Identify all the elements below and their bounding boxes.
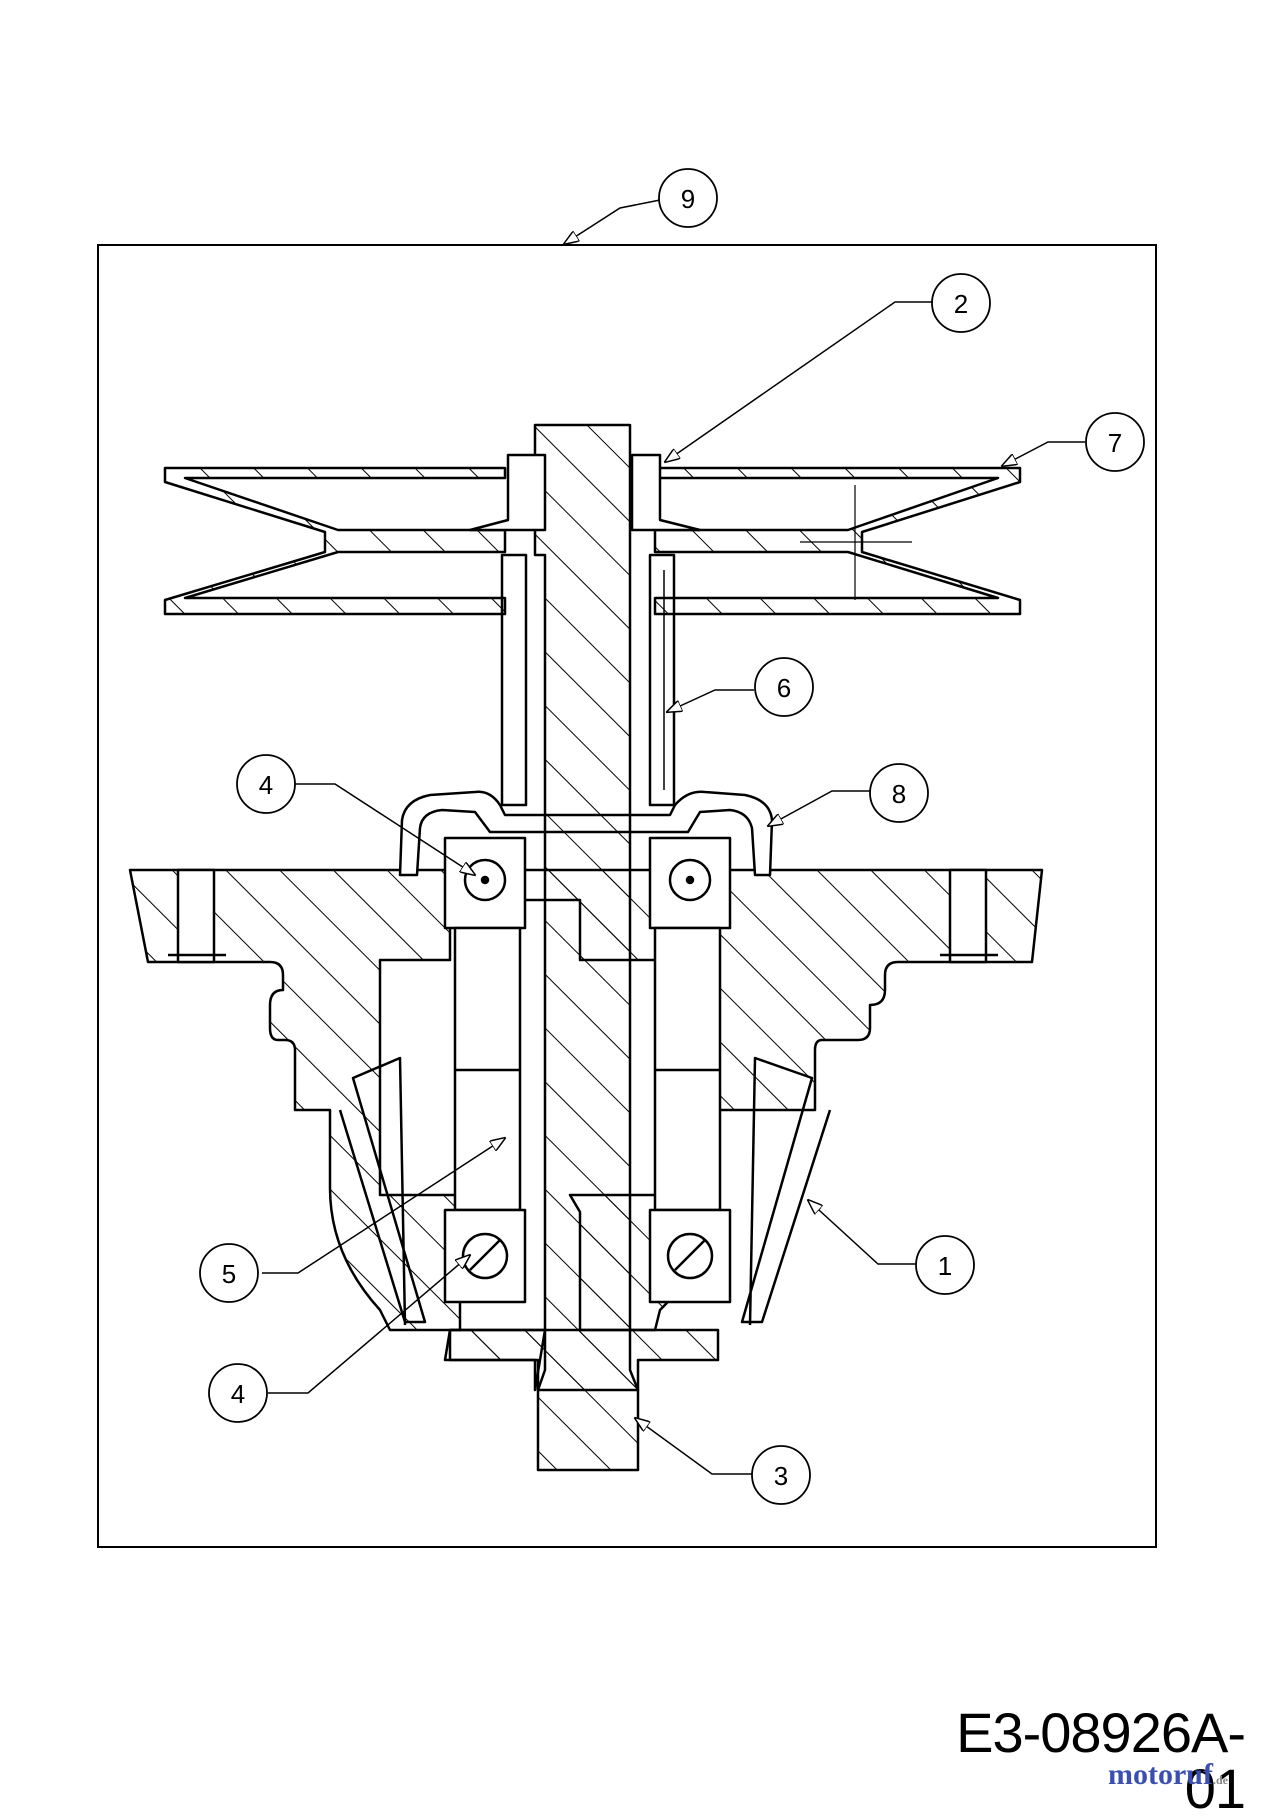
callout-1-label: 1 <box>938 1251 952 1281</box>
callout-2-label: 2 <box>954 289 968 319</box>
watermark-logo: motoruf.de <box>1108 1760 1228 1790</box>
callout-4-upper-label: 4 <box>259 770 273 800</box>
callout-5: 5 <box>199 1243 259 1303</box>
pulley <box>163 466 507 616</box>
callouts: 9 2 7 6 4 8 5 1 <box>199 168 1145 1505</box>
spacer-tube-left <box>500 553 528 807</box>
callout-4-lower: 4 <box>208 1363 268 1423</box>
shaft-base <box>448 1328 720 1392</box>
callout-7-label: 7 <box>1108 428 1122 458</box>
pulley-right <box>653 466 1022 616</box>
bolt-recess-right <box>948 868 988 964</box>
leader-4a <box>294 783 475 875</box>
callout-4-upper: 4 <box>236 754 296 814</box>
assembly-frame <box>97 244 1157 1548</box>
callout-7: 7 <box>1085 412 1145 472</box>
callout-5-label: 5 <box>222 1259 236 1289</box>
callout-8: 8 <box>869 763 929 823</box>
leader-6 <box>667 689 754 712</box>
callout-2: 2 <box>931 273 991 333</box>
leader-9 <box>564 199 661 244</box>
callout-6-label: 6 <box>777 673 791 703</box>
watermark-suffix: .de <box>1212 1773 1228 1787</box>
callout-4-lower-label: 4 <box>231 1379 245 1409</box>
callout-9-label: 9 <box>681 184 695 214</box>
bearing-cap <box>398 790 774 877</box>
leader-lines <box>262 199 1085 1475</box>
leader-7 <box>1002 441 1085 466</box>
callout-3: 3 <box>751 1445 811 1505</box>
spindle-drawing <box>128 423 1044 1472</box>
leader-2 <box>665 301 932 462</box>
cone-shield-right <box>740 1056 832 1326</box>
pulley-hub <box>468 453 547 532</box>
callout-1: 1 <box>915 1235 975 1295</box>
leader-1 <box>808 1200 916 1265</box>
leader-4b <box>268 1255 470 1394</box>
callout-8-label: 8 <box>892 779 906 809</box>
leader-3 <box>635 1418 752 1475</box>
bolt-recess-left <box>176 868 216 964</box>
pulley-hub-right <box>630 453 702 532</box>
callout-3-label: 3 <box>774 1461 788 1491</box>
callout-6: 6 <box>754 657 814 717</box>
cone-shield <box>338 1056 427 1326</box>
leader-8 <box>768 790 871 826</box>
leader-5 <box>262 1138 505 1274</box>
spacer-tube-right <box>648 553 676 807</box>
watermark-main: motoruf <box>1108 1758 1213 1791</box>
callout-9: 9 <box>658 168 718 228</box>
